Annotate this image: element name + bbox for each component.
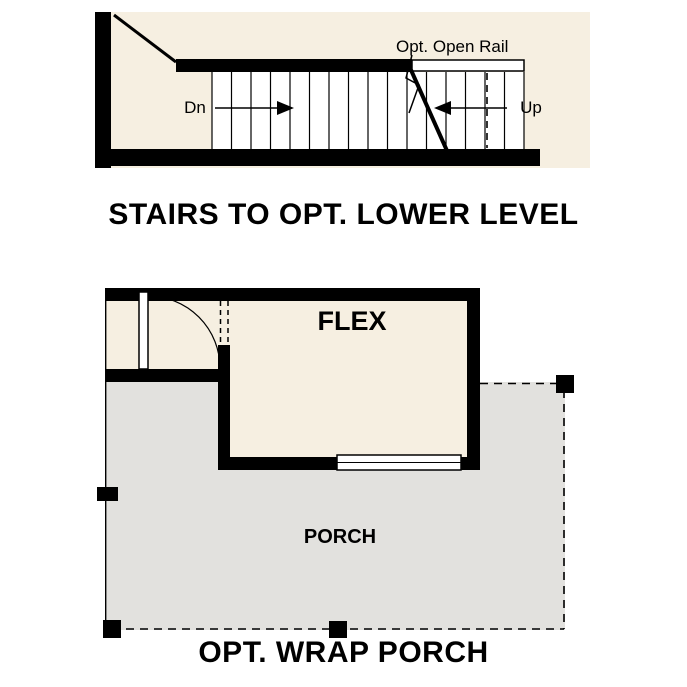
- door-icon: [138, 291, 221, 370]
- down-arrow-icon: [215, 101, 294, 115]
- door-leaf-icon: [138, 291, 149, 370]
- window-icon: [336, 454, 462, 471]
- up-arrow-icon: [434, 101, 507, 115]
- open-rail: [411, 59, 525, 72]
- stair-treads: [211, 72, 525, 149]
- open-rail-leader-line: [405, 54, 420, 114]
- porch-diagram: FLEX PORCH: [0, 280, 687, 650]
- wall-opening-dashed: [219, 301, 229, 345]
- door-leaf-icon: [113, 13, 177, 64]
- stairs-diagram: Dn Up Opt. Open Rail: [0, 0, 687, 185]
- porch-label: PORCH: [304, 526, 376, 548]
- porch-post-bottom-middle: [329, 621, 347, 638]
- door-swing-arc: [147, 295, 221, 369]
- flex-top-wall: [105, 288, 480, 301]
- porch-floorplan-svg: FLEX PORCH: [97, 288, 574, 638]
- stair-top-wall: [176, 59, 412, 72]
- stair-break-line: [409, 69, 454, 163]
- bottom-wall: [110, 149, 540, 166]
- porch-wall-end-cap: [97, 487, 118, 501]
- porch-title: OPT. WRAP PORCH: [198, 636, 489, 669]
- left-wall: [95, 12, 111, 168]
- flex-floor-area: [105, 288, 480, 470]
- flex-right-wall: [467, 288, 480, 470]
- porch-posts: [97, 375, 574, 638]
- porch-post-top-right: [556, 375, 574, 393]
- flex-room-label: FLEX: [317, 306, 386, 336]
- entry-bottom-wall: [105, 369, 230, 382]
- down-label: Dn: [184, 98, 206, 117]
- open-rail-label: Opt. Open Rail: [396, 37, 508, 56]
- stairs-floorplan-svg: Dn Up Opt. Open Rail: [95, 12, 590, 168]
- stairs-title: STAIRS TO OPT. LOWER LEVEL: [108, 198, 579, 231]
- up-label: Up: [520, 98, 542, 117]
- porch-post-bottom-left: [103, 620, 121, 638]
